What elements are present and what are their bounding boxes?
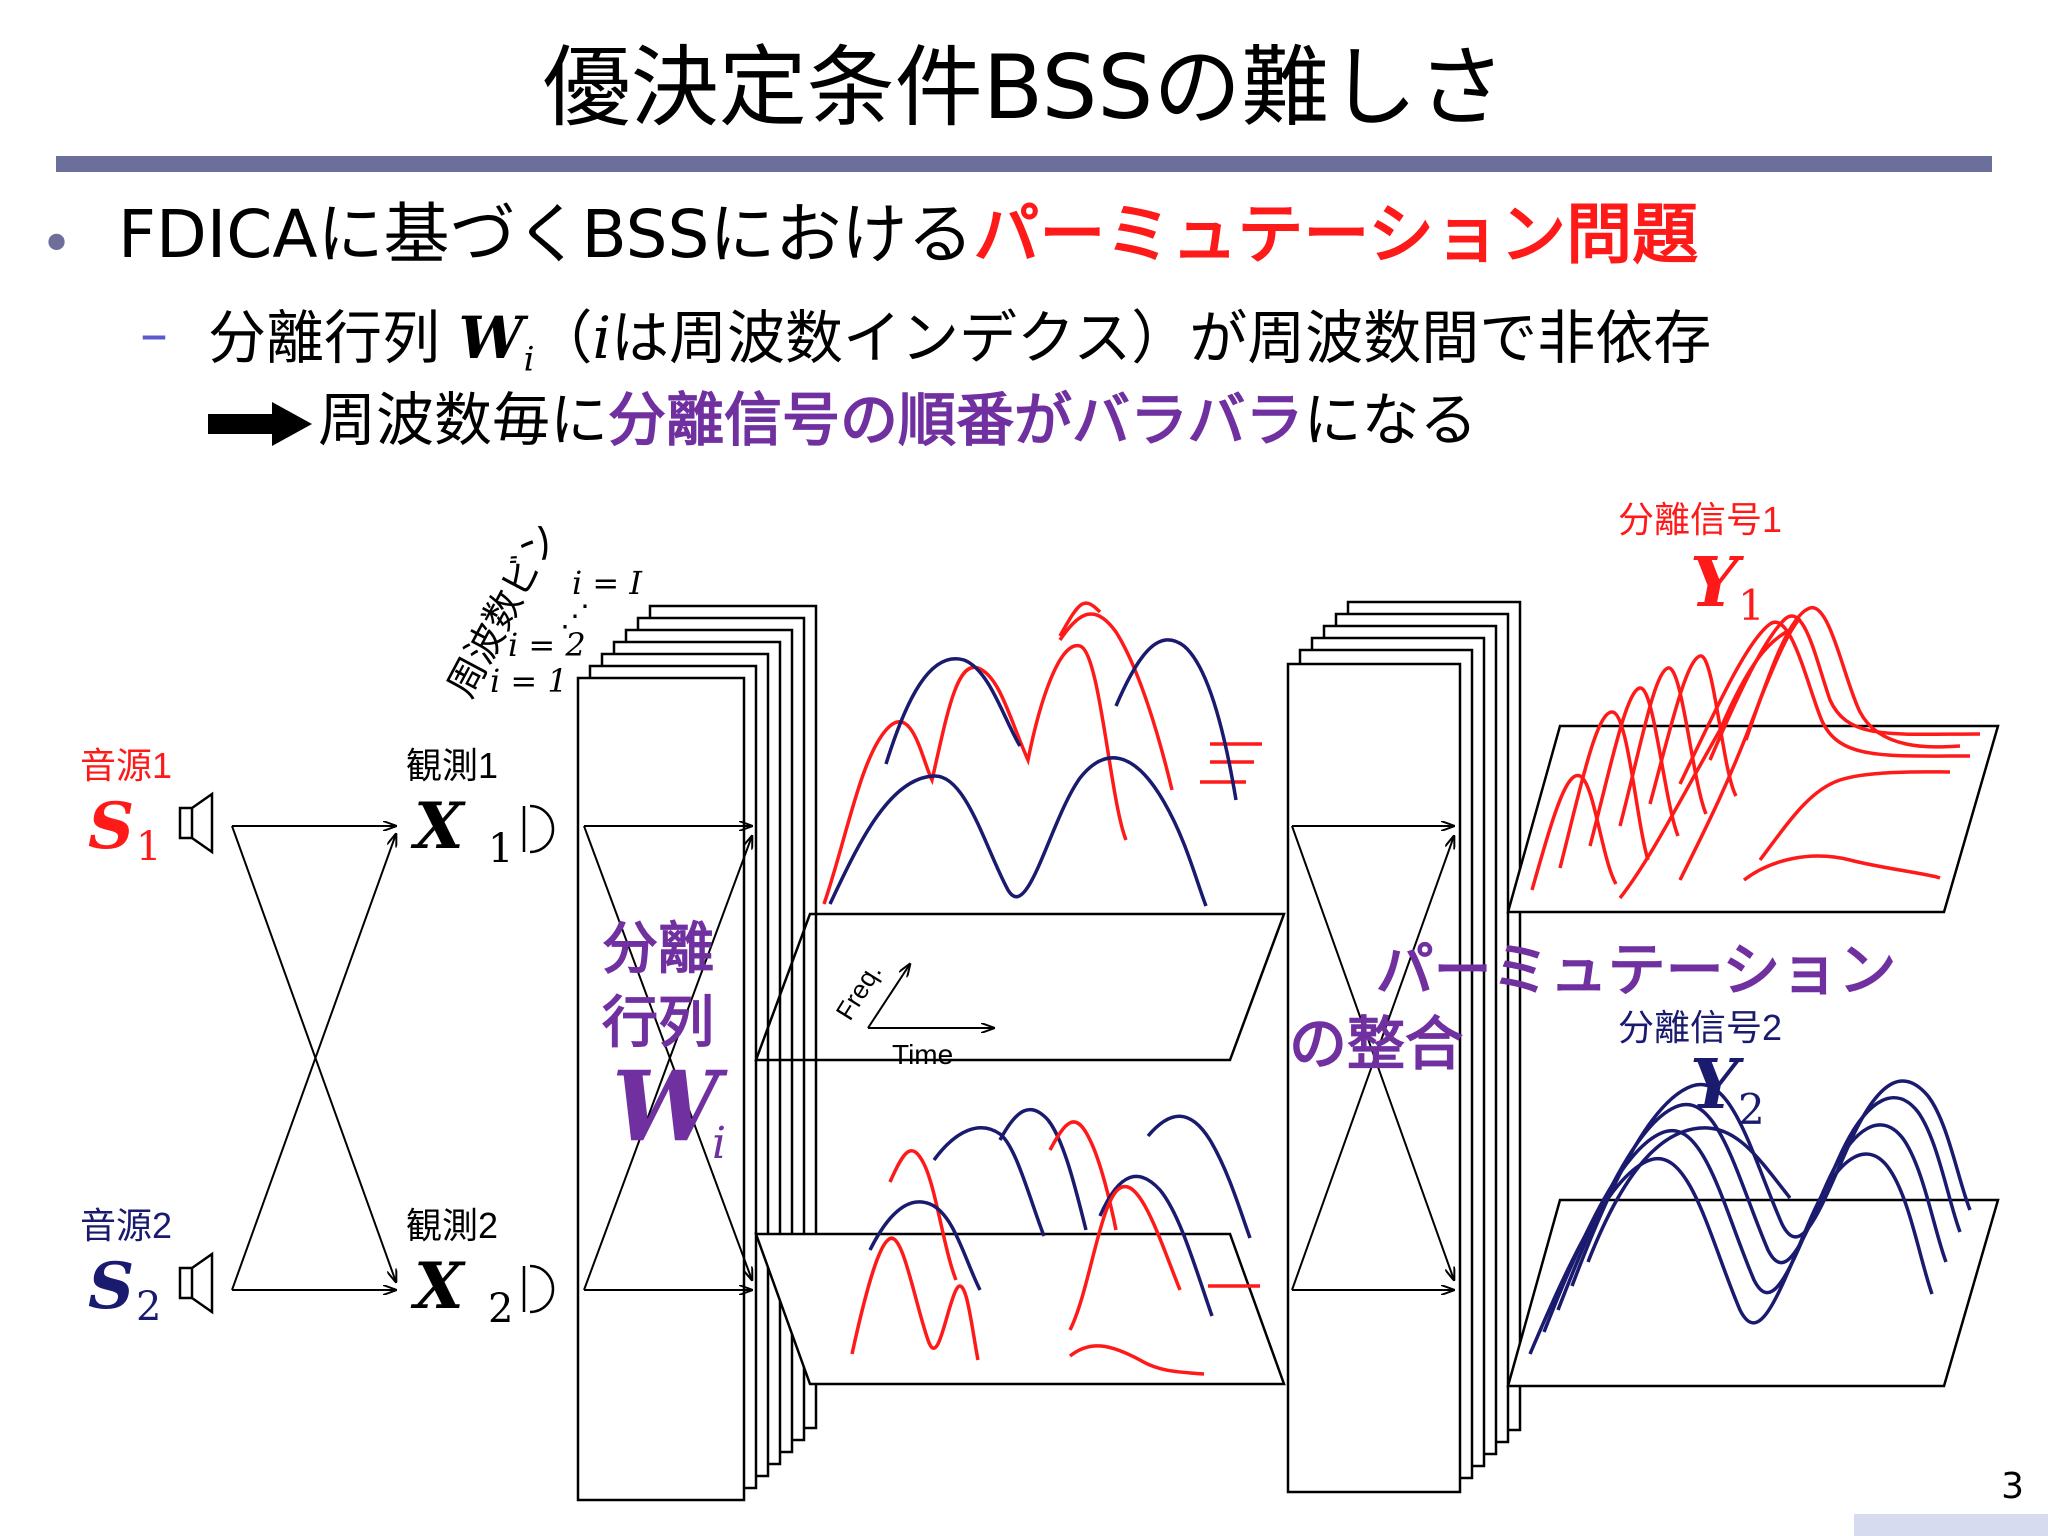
permutation-line2: の整合 xyxy=(1289,1012,1463,1077)
page-number: 3 xyxy=(2001,1466,2024,1507)
sep-matrix-sub: i xyxy=(712,1118,726,1169)
slide-title: 優決定条件BSSの難しさ xyxy=(542,36,1506,139)
sub-1-text-c: は周波数インデクス）が周波数間で非依存 xyxy=(611,304,1712,372)
sub-2-text-a: 周波数毎に xyxy=(318,386,609,454)
obs-2-symbol: X xyxy=(410,1249,466,1324)
source-1-symbol: S xyxy=(88,789,134,864)
index-2-label: i = 2 xyxy=(508,626,586,664)
source-1-sub: 1 xyxy=(136,824,161,870)
bullet-dot: • xyxy=(40,212,74,277)
bullet-1: FDICAに基づくBSSにおけるパーミュテーション問題 xyxy=(118,192,1698,278)
permutation-line1: パーミュテーション xyxy=(1376,938,1897,1003)
axis-freq-label: Freq. xyxy=(830,958,888,1025)
speaker-2-icon xyxy=(178,1251,214,1315)
spectrogram-mixed-2 xyxy=(754,1107,1286,1386)
obs-1-label: 観測1 xyxy=(406,745,498,786)
bullet-1-highlight: パーミュテーション問題 xyxy=(973,196,1699,273)
obs-2-label: 観測2 xyxy=(406,1205,498,1246)
sub-1-math-i: i xyxy=(592,304,612,372)
obs-1-symbol: X xyxy=(410,789,466,864)
output-1-symbol: Y xyxy=(1690,543,1744,623)
title-rule xyxy=(56,156,1992,172)
right-arrow-icon xyxy=(208,401,312,446)
sub-bullet-dash: – xyxy=(140,302,168,367)
separation-matrix-stack xyxy=(576,604,818,1502)
output-1-sub: 1 xyxy=(1738,581,1765,630)
obs-2-sub: 2 xyxy=(488,1286,513,1332)
permutation-arrows xyxy=(1291,826,1454,1290)
spectrogram-output-2 xyxy=(1506,1079,2000,1388)
source-2-sub: 2 xyxy=(136,1284,161,1330)
sub-1-text-a: 分離行列 xyxy=(208,304,441,372)
output-2-label: 分離信号2 xyxy=(1618,1007,1782,1048)
obs-1-sub: 1 xyxy=(488,826,513,872)
microphone-1-icon xyxy=(522,804,555,854)
axis-icon xyxy=(867,964,994,1028)
axis-time-label: Time xyxy=(892,1039,953,1070)
source-2-label: 音源2 xyxy=(80,1205,172,1246)
index-1-label: i = 1 xyxy=(490,662,568,700)
unmixing-arrows xyxy=(583,826,752,1290)
source-2-symbol: S xyxy=(88,1249,134,1324)
index-I-label: i = I xyxy=(572,564,643,602)
corner-bar xyxy=(1854,1514,2048,1536)
sep-matrix-line2: 行列 xyxy=(602,991,714,1054)
sub-2-text-b: になる xyxy=(1303,386,1478,454)
sub-1-math-sub: i xyxy=(523,339,535,380)
sub-1-math-w: W xyxy=(458,304,524,372)
source-1-label: 音源1 xyxy=(80,745,172,786)
sub-2-highlight: 分離信号の順番がバラバラ xyxy=(608,386,1304,454)
speaker-1-icon xyxy=(178,791,214,855)
sep-matrix-symbol: W xyxy=(612,1050,728,1163)
sep-matrix-line1: 分離 xyxy=(602,917,714,980)
microphone-2-icon xyxy=(522,1264,555,1314)
spectrogram-mixed-1 xyxy=(754,601,1286,1062)
sub-bullet-1: 分離行列 Wi（iは周波数インデクス）が周波数間で非依存 xyxy=(208,300,1711,398)
spectrogram-output-1 xyxy=(1506,606,2000,914)
mixing-arrows xyxy=(231,826,396,1290)
sub-1-text-b: （ xyxy=(534,304,593,372)
output-1-label: 分離信号1 xyxy=(1618,499,1782,540)
sub-bullet-2: 周波数毎に分離信号の順番がバラバラになる xyxy=(208,382,1477,458)
index-dots: ⋰ xyxy=(560,599,590,634)
bullet-1-text: FDICAに基づくBSSにおける xyxy=(118,196,974,273)
